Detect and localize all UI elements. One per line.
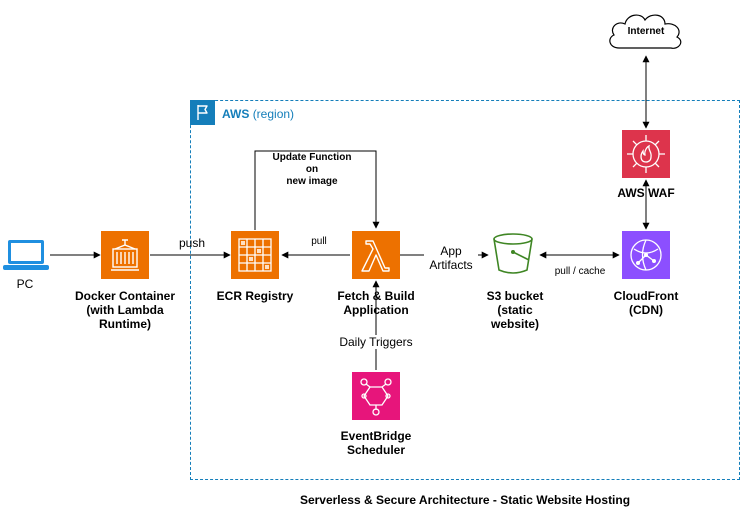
lambda-label-line-2: Application (343, 303, 409, 317)
docker-label: Docker Container (with Lambda Runtime) (62, 289, 188, 331)
docker-label-line-1: Docker Container (74, 289, 176, 303)
container-icon (111, 239, 139, 271)
pc-label: PC (16, 277, 34, 291)
diagram-caption: Serverless & Secure Architecture - Stati… (299, 493, 631, 507)
s3-label-line-2: (static (497, 303, 533, 317)
edge-label-push: push (178, 236, 206, 250)
lambda-label: Fetch & Build Application (320, 289, 432, 317)
ecr-label: ECR Registry (216, 289, 294, 303)
region-suffix: (region) (252, 107, 295, 121)
lambda-icon (361, 240, 390, 272)
s3-label-line-1: S3 bucket (486, 289, 544, 303)
eventbridge-icon (360, 378, 392, 416)
region-name: AWS (222, 107, 250, 121)
artifacts-line-2: Artifacts (429, 258, 473, 272)
edge-label-pull-cache: pull / cache (554, 266, 606, 277)
ecr-registry-node (231, 231, 279, 279)
cloudfront-icon (630, 239, 662, 271)
waf-icon (627, 135, 665, 173)
eventbridge-node (352, 372, 400, 420)
docker-container-node (101, 231, 149, 279)
region-title: AWS (region) (222, 107, 294, 121)
cloudfront-label-line-1: CloudFront (613, 289, 679, 303)
cloudfront-label-line-2: (CDN) (629, 303, 663, 317)
docker-label-line-2: (with Lambda (86, 303, 164, 317)
lambda-node (352, 231, 400, 279)
docker-label-line-3: Runtime) (99, 317, 151, 331)
s3-label: S3 bucket (static website) (470, 289, 560, 331)
artifacts-line-1: App (440, 244, 462, 258)
s3-label-line-3: website) (490, 317, 539, 331)
lambda-label-line-1: Fetch & Build (337, 289, 415, 303)
cloudfront-label: CloudFront (CDN) (596, 289, 696, 317)
registry-icon (238, 238, 272, 272)
edge-label-update-function: Update Function on new image (262, 152, 362, 188)
cloud-icon (609, 14, 682, 49)
edge-label-artifacts: App Artifacts (424, 244, 478, 272)
edge-label-daily-triggers: Daily Triggers (330, 335, 422, 349)
region-flag-icon (190, 100, 215, 125)
internet-label: Internet (627, 26, 665, 37)
cloudfront-node (622, 231, 670, 279)
update-line-1: Update Function (272, 152, 352, 163)
update-line-2: on (305, 164, 319, 175)
bucket-icon (493, 233, 533, 274)
update-line-3: new image (286, 176, 338, 187)
aws-region-boundary (190, 100, 740, 480)
eventbridge-label-line-2: Scheduler (346, 443, 406, 457)
waf-node (622, 130, 670, 178)
waf-label: AWS WAF (617, 186, 675, 200)
edge-update-function (254, 150, 380, 230)
edge-label-pull: pull (311, 236, 327, 247)
eventbridge-label-line-1: EventBridge (340, 429, 412, 443)
eventbridge-label: EventBridge Scheduler (326, 429, 426, 457)
laptop-icon (3, 240, 49, 270)
